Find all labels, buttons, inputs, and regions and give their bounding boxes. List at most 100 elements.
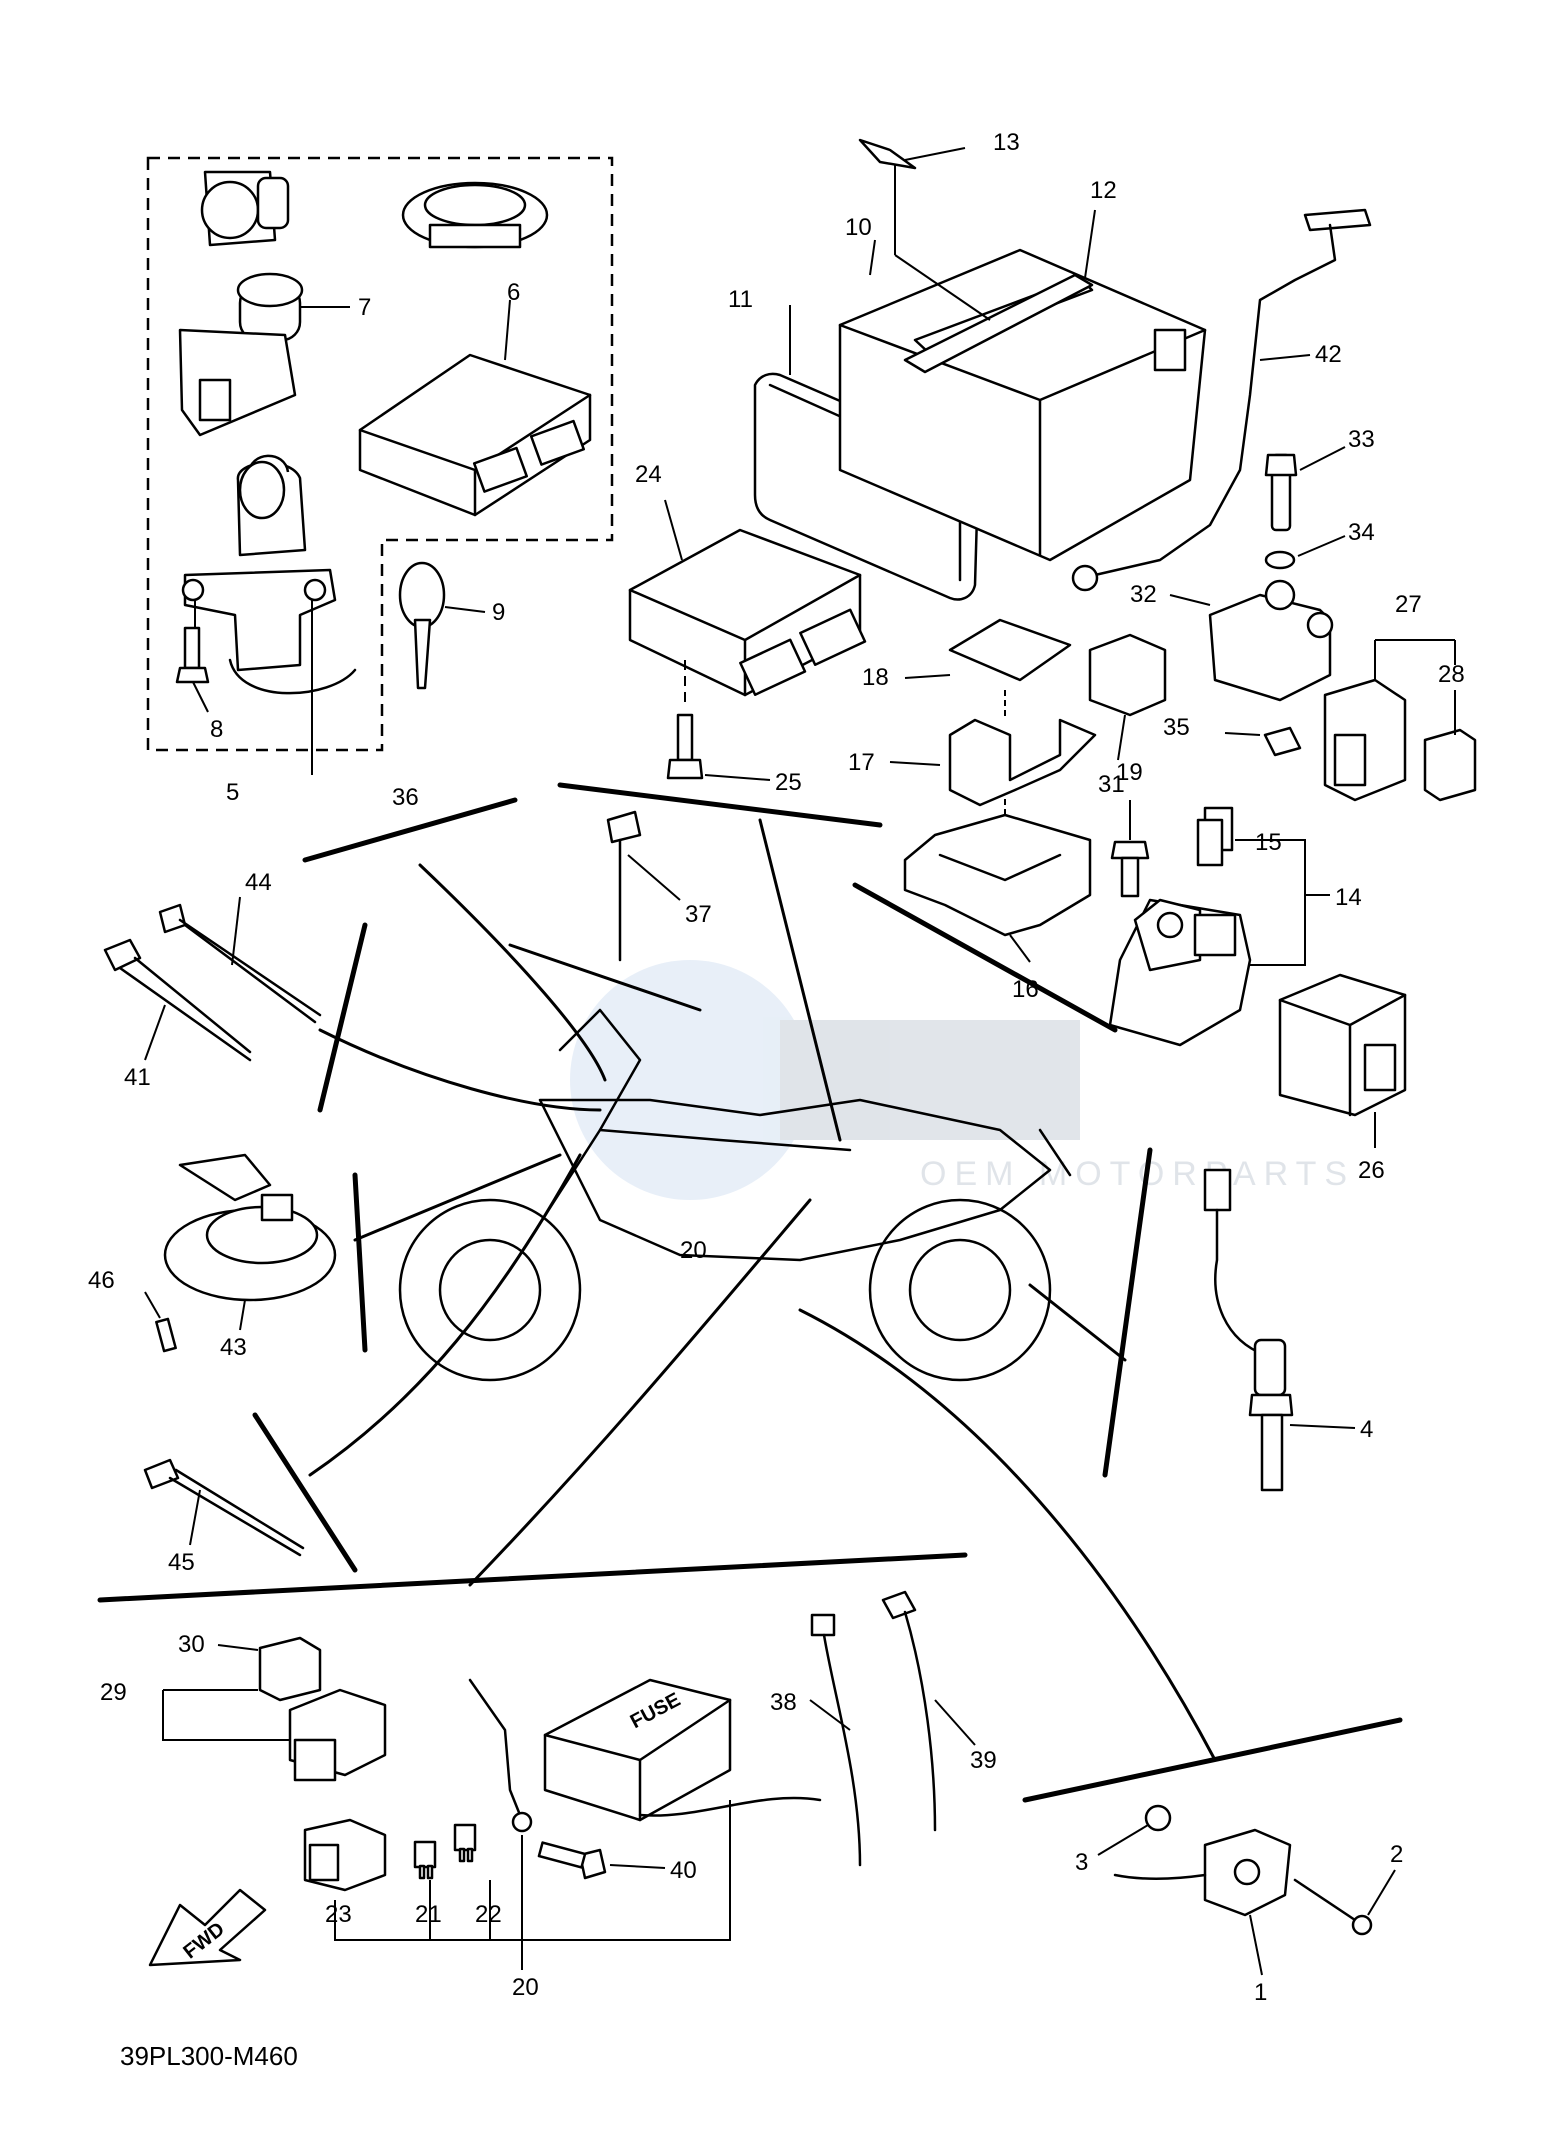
callout-3: 3 xyxy=(1075,1849,1088,1876)
bolt-2 xyxy=(1293,1869,1396,1936)
callout-32: 32 xyxy=(1130,581,1157,608)
callout-7: 7 xyxy=(358,294,371,321)
motorcycle-outline xyxy=(398,1008,1072,1382)
callout-15: 15 xyxy=(1255,829,1282,856)
plate-18 xyxy=(904,618,1072,682)
callout-20-upper: 20 xyxy=(680,1237,707,1264)
callout-12: 12 xyxy=(1090,177,1117,204)
relay-32 xyxy=(1169,579,1334,702)
fuse-box: FUSE xyxy=(468,1678,822,1833)
key-blank xyxy=(398,561,486,690)
callout-31: 31 xyxy=(1098,771,1125,798)
bolt-46 xyxy=(144,1291,177,1353)
callout-33: 33 xyxy=(1348,426,1375,453)
callout-22: 22 xyxy=(475,1901,502,1928)
coupler-30 xyxy=(217,1636,322,1702)
callout-numbers: 1 2 3 4 5 6 7 8 9 10 11 12 13 14 15 16 1… xyxy=(88,129,1465,2006)
callout-8: 8 xyxy=(210,716,223,743)
cover-16 xyxy=(903,795,1092,963)
callout-14: 14 xyxy=(1335,884,1362,911)
callout-2: 2 xyxy=(1390,1841,1403,1868)
callout-40: 40 xyxy=(670,1857,697,1884)
washer-34 xyxy=(1264,535,1346,570)
callout-16: 16 xyxy=(1012,976,1039,1003)
rubber-17 xyxy=(889,690,1097,807)
callout-42: 42 xyxy=(1315,341,1342,368)
sensor-4 xyxy=(1203,1168,1356,1492)
callout-20-lower: 20 xyxy=(512,1974,539,2001)
steering-lock xyxy=(200,170,290,247)
connector-31 xyxy=(1088,633,1167,761)
callout-46: 46 xyxy=(88,1267,115,1294)
fuse-22 xyxy=(453,1823,477,1863)
fuel-cap xyxy=(401,181,549,249)
starter-relay-14 xyxy=(1108,898,1252,1047)
fwd-arrow-icon: FWD xyxy=(148,1888,267,1967)
minus-lead-42 xyxy=(1071,208,1372,592)
callout-34: 34 xyxy=(1348,519,1375,546)
band-37 xyxy=(606,810,681,962)
callout-4: 4 xyxy=(1360,1416,1373,1443)
seat-lock xyxy=(178,272,350,437)
tie-44 xyxy=(158,896,322,1024)
callout-36: 36 xyxy=(392,784,419,811)
drawing-code: 39PL300-M460 xyxy=(120,2041,298,2071)
callout-23: 23 xyxy=(325,1901,352,1928)
nut-3 xyxy=(1097,1804,1172,1856)
callout-28: 28 xyxy=(1438,661,1465,688)
callout-24: 24 xyxy=(635,461,662,488)
coupler-28 xyxy=(1423,690,1477,802)
watermark-logo: OEM MOTORPARTS xyxy=(570,960,1355,1200)
callout-27: 27 xyxy=(1395,591,1422,618)
callout-45: 45 xyxy=(168,1549,195,1576)
battery-10 xyxy=(838,248,1207,562)
horn-43 xyxy=(163,1153,337,1331)
relay-26 xyxy=(1278,973,1407,1148)
coupler-23 xyxy=(303,1818,387,1892)
callout-13: 13 xyxy=(993,129,1020,156)
callout-39: 39 xyxy=(970,1747,997,1774)
callout-43: 43 xyxy=(220,1334,247,1361)
callout-25: 25 xyxy=(775,769,802,796)
callout-38: 38 xyxy=(770,1689,797,1716)
callout-1: 1 xyxy=(1254,1979,1267,2006)
pointer-lines xyxy=(97,782,1403,1803)
callout-6: 6 xyxy=(507,279,520,306)
battery-band-12 xyxy=(903,209,1096,374)
ecu-unit xyxy=(358,299,592,517)
tie-41 xyxy=(103,938,252,1062)
callout-11: 11 xyxy=(728,286,753,313)
fuse-21 xyxy=(413,1840,437,1880)
bolt-19 xyxy=(1110,800,1150,898)
callout-26: 26 xyxy=(1358,1157,1385,1184)
callout-21: 21 xyxy=(415,1901,442,1928)
sensor-1 xyxy=(1113,1828,1292,1976)
watermark-text: OEM MOTORPARTS xyxy=(920,1155,1355,1193)
battery-tab-13 xyxy=(858,138,991,321)
callout-44: 44 xyxy=(245,869,272,896)
callout-10: 10 xyxy=(845,214,872,241)
harness-bracket-20 xyxy=(334,1800,731,1970)
kit-outline-dashed xyxy=(146,156,614,752)
callout-17: 17 xyxy=(848,749,875,776)
callout-30: 30 xyxy=(178,1631,205,1658)
bolt-8 xyxy=(175,626,210,713)
bolt-25 xyxy=(666,713,771,781)
callout-19: 19 xyxy=(1116,759,1143,786)
bolt-40 xyxy=(537,1841,666,1880)
callout-41: 41 xyxy=(124,1064,151,1091)
battery-leads xyxy=(789,239,876,375)
bolt-33 xyxy=(1264,446,1346,532)
coupler-29 xyxy=(162,1688,387,1782)
clip-35 xyxy=(1224,726,1302,757)
main-switch xyxy=(181,454,357,775)
tie-39 xyxy=(881,1590,976,1832)
callout-5: 5 xyxy=(226,779,239,806)
coupler-27 xyxy=(1323,639,1456,802)
callout-18: 18 xyxy=(862,664,889,691)
callout-9: 9 xyxy=(492,599,505,626)
callout-29: 29 xyxy=(100,1679,127,1706)
control-unit-24 xyxy=(628,499,867,705)
fuse-15 xyxy=(1196,806,1330,966)
